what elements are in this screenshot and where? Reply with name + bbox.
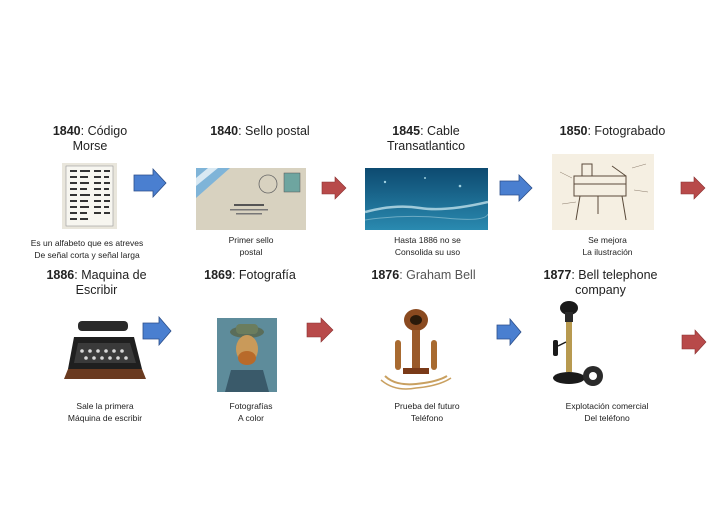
telegraph-chart-icon <box>62 163 117 229</box>
candlestick-phone-icon <box>545 296 609 392</box>
engraving-machine-icon <box>552 154 654 230</box>
title-fotografia: 1869: Fotografía <box>204 268 296 282</box>
title-fotograbado: 1850: Fotograbado <box>559 124 666 138</box>
postal-envelope-icon <box>196 168 306 230</box>
arrow-right-icon <box>133 168 167 198</box>
arrow-right-icon <box>680 176 706 200</box>
arrow-right-icon <box>321 176 347 200</box>
arrow-right-icon <box>142 316 172 346</box>
arrow-right-icon <box>306 317 334 343</box>
typewriter-icon <box>64 313 148 389</box>
title-bell: 1876: Graham Bell <box>371 268 476 282</box>
arrow-right-icon <box>499 174 533 202</box>
telephone-prototype-icon <box>375 306 457 392</box>
arrow-right-icon <box>496 318 522 346</box>
arrow-right-icon <box>681 329 707 355</box>
portrait-photo-icon <box>217 318 277 392</box>
title-sello: 1840: Sello postal <box>210 124 310 138</box>
undersea-cable-icon <box>365 168 488 230</box>
